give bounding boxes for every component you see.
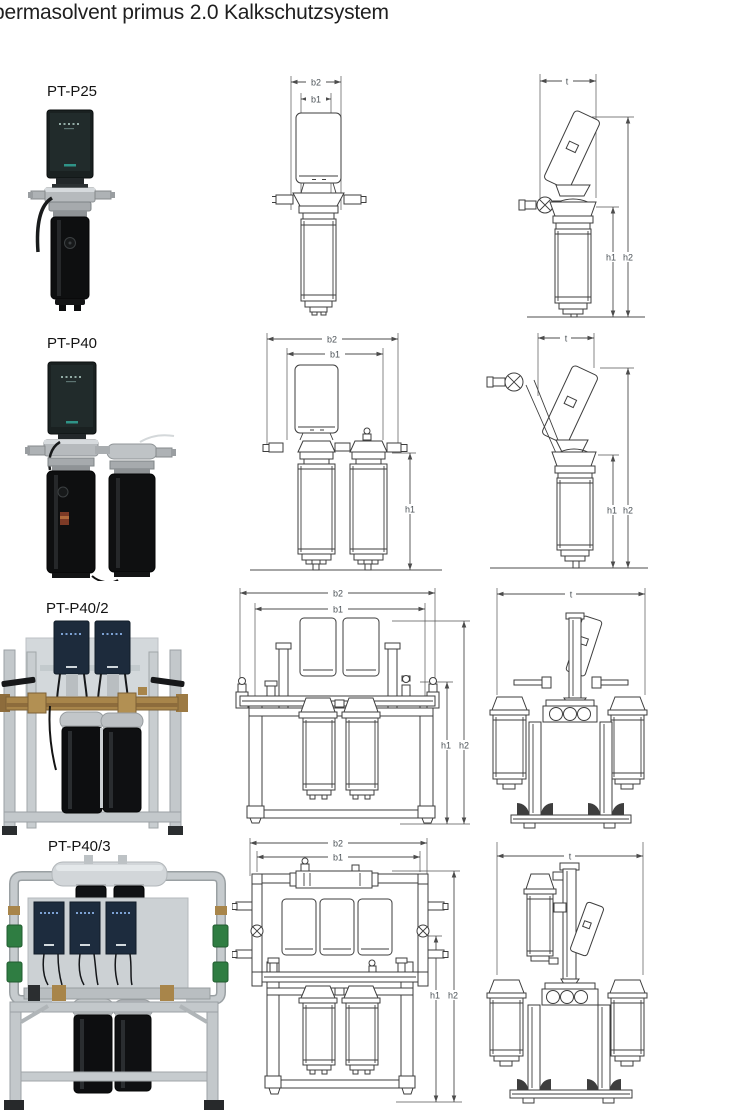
pt-p40-2-rack bbox=[2, 637, 183, 835]
side-view-drawing-pt-p40-2: t bbox=[489, 588, 648, 829]
dim-label-h1: h1 bbox=[405, 505, 415, 515]
pt-p40-2-filters bbox=[48, 705, 144, 814]
dim-label-h1: h1 bbox=[606, 253, 616, 263]
product-label-pt-p40-2: PT-P40/2 bbox=[46, 600, 109, 617]
side-view-drawing-pt-p25: t h1 h2 bbox=[518, 74, 645, 318]
dim-label-b1: b1 bbox=[330, 350, 340, 360]
dim-label-t: t bbox=[570, 590, 573, 600]
green-valve bbox=[6, 961, 23, 983]
pt-p25-front-outline bbox=[272, 112, 367, 316]
product-photo-pt-p25 bbox=[28, 109, 115, 311]
dim-label-h1: h1 bbox=[430, 991, 440, 1001]
pt-p40-3-pipework bbox=[6, 871, 229, 1005]
dim-label-b2: b2 bbox=[311, 78, 321, 88]
front-view-drawing-pt-p25: b2 b1 bbox=[272, 76, 367, 316]
dim-label-b2: b2 bbox=[333, 839, 343, 849]
pt-p40-controller bbox=[47, 361, 97, 439]
pt-p40-3-frame bbox=[4, 1001, 224, 1110]
dim-label-h2: h2 bbox=[623, 253, 633, 263]
dim-label-h1: h1 bbox=[607, 506, 617, 516]
dim-label-t: t bbox=[565, 334, 568, 344]
front-view-drawing-pt-p40: b2 b1 h1 bbox=[250, 333, 442, 571]
product-photo-pt-p40-3 bbox=[4, 855, 229, 1110]
brand-logo bbox=[64, 164, 76, 167]
dim-label-t: t bbox=[569, 852, 572, 862]
pt-p40-3-front-outline bbox=[232, 857, 449, 1095]
green-valve bbox=[6, 924, 23, 948]
side-view-drawing-pt-p40-3: t bbox=[486, 842, 648, 1104]
pt-p25-filter bbox=[28, 178, 115, 311]
dim-label-h2: h2 bbox=[448, 991, 458, 1001]
product-photo-pt-p40-2 bbox=[0, 620, 188, 835]
dim-label-t: t bbox=[566, 77, 569, 87]
dim-label-b2: b2 bbox=[333, 589, 343, 599]
pt-p40-3-controllers bbox=[27, 897, 189, 989]
pt-p40-2-front-outline bbox=[235, 617, 440, 824]
side-view-drawing-pt-p40: t h1 h2 bbox=[486, 333, 648, 569]
dim-label-h2: h2 bbox=[459, 741, 469, 751]
brand-logo bbox=[66, 421, 78, 424]
dim-label-b2: b2 bbox=[327, 335, 337, 345]
dim-label-h2: h2 bbox=[623, 506, 633, 516]
green-valve bbox=[212, 961, 229, 983]
product-label-pt-p40: PT-P40 bbox=[47, 335, 98, 352]
front-view-drawing-pt-p40-3: b2 b1 h1 h2 bbox=[232, 838, 462, 1103]
pt-p40-front-outline bbox=[262, 364, 408, 571]
product-label-pt-p40-3: PT-P40/3 bbox=[48, 838, 111, 855]
product-photo-pt-p40 bbox=[25, 361, 176, 581]
front-view-drawing-pt-p40-2: b2 b1 h1 h2 bbox=[235, 588, 473, 825]
pt-p40-filters bbox=[25, 434, 176, 581]
pt-p25-side-outline bbox=[518, 110, 600, 318]
pt-p40-3-side-outline bbox=[486, 862, 648, 1104]
pt-p40-2-controllers bbox=[53, 620, 131, 707]
green-valve bbox=[212, 924, 229, 948]
dim-label-b1: b1 bbox=[311, 95, 321, 105]
page-title: permasolvent primus 2.0 Kalkschutzsystem bbox=[0, 1, 389, 24]
product-label-pt-p25: PT-P25 bbox=[47, 83, 98, 100]
dim-label-b1: b1 bbox=[333, 853, 343, 863]
pt-p25-controller bbox=[46, 109, 94, 179]
pt-p40-2-side-outline bbox=[489, 612, 648, 829]
dim-label-b1: b1 bbox=[333, 605, 343, 615]
dim-label-h1: h1 bbox=[441, 741, 451, 751]
pt-p40-side-outline bbox=[486, 365, 598, 569]
